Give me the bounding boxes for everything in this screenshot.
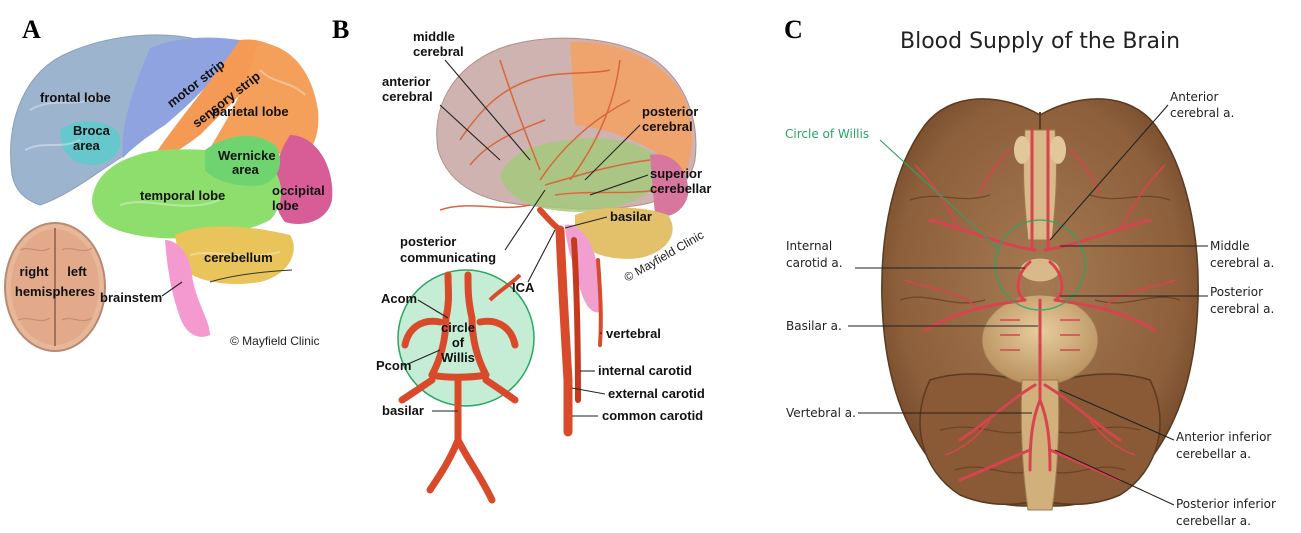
label-posterior-cerebral-2: cerebral [642, 119, 693, 134]
label-left: left [67, 264, 87, 279]
label-occipital-2: lobe [272, 198, 299, 213]
label-right: right [20, 264, 50, 279]
label-posterior-communicating-1: posterior [400, 234, 456, 249]
label-circle-3: Willis [441, 350, 475, 365]
label-c-aica-1: Anterior inferior [1176, 430, 1271, 444]
label-c-internal-carotid-1: Internal [786, 239, 832, 253]
label-middle-cerebral-2: cerebral [413, 44, 464, 59]
label-vertebral: vertebral [606, 326, 661, 341]
hemispheres-inset: right left hemispheres [5, 223, 105, 351]
label-superior-cerebellar-2: cerebellar [650, 181, 711, 196]
label-circle-2: of [452, 335, 465, 350]
label-common-carotid: common carotid [602, 408, 703, 423]
label-c-posterior-cerebral-1: Posterior [1210, 285, 1263, 299]
panel-c-letter: C [784, 15, 803, 44]
label-internal-carotid: internal carotid [598, 363, 692, 378]
label-parietal-lobe: parietal lobe [212, 104, 289, 119]
label-cerebellum: cerebellum [204, 250, 273, 265]
label-anterior-cerebral-1: anterior [382, 74, 430, 89]
panel-b-letter: B [332, 15, 349, 44]
label-c-anterior-cerebral-1: Anterior [1170, 90, 1219, 104]
olfactory-bulb-left [1014, 136, 1030, 164]
panel-b: B [332, 15, 711, 500]
label-c-vertebral: Vertebral a. [786, 406, 856, 420]
panel-c-title: Blood Supply of the Brain [900, 29, 1180, 54]
label-anterior-cerebral-2: cerebral [382, 89, 433, 104]
label-c-basilar: Basilar a. [786, 319, 842, 333]
label-broca-1: Broca [73, 123, 111, 138]
label-c-internal-carotid-2: carotid a. [786, 256, 843, 270]
leader-ica [528, 230, 555, 282]
label-brainstem: brainstem [100, 290, 162, 305]
label-posterior-cerebral-1: posterior [642, 104, 698, 119]
circle-of-willis-inset: circle of Willis [398, 270, 534, 500]
label-c-anterior-cerebral-2: cerebral a. [1170, 106, 1234, 120]
panel-c: C Blood Supply of the Brain [784, 15, 1276, 528]
label-superior-cerebellar-1: superior [650, 166, 702, 181]
label-c-posterior-cerebral-2: cerebral a. [1210, 302, 1274, 316]
label-acom: Acom [381, 291, 417, 306]
label-basilar-bottom: basilar [382, 403, 424, 418]
label-hemispheres: hemispheres [15, 284, 95, 299]
label-c-pica-2: cerebellar a. [1176, 514, 1251, 528]
label-occipital-1: occipital [272, 183, 325, 198]
label-frontal-lobe: frontal lobe [40, 90, 111, 105]
label-c-middle-cerebral-2: cerebral a. [1210, 256, 1274, 270]
olfactory-bulb-right [1050, 136, 1066, 164]
label-wernicke-2: area [232, 162, 260, 177]
copyright-a: © Mayfield Clinic [230, 334, 320, 348]
label-temporal-lobe: temporal lobe [140, 188, 225, 203]
label-c-middle-cerebral-1: Middle [1210, 239, 1250, 253]
label-posterior-communicating-2: communicating [400, 250, 496, 265]
label-basilar-top: basilar [610, 209, 652, 224]
label-middle-cerebral-1: middle [413, 29, 455, 44]
label-wernicke-1: Wernicke [218, 148, 276, 163]
label-ica: ICA [512, 280, 535, 295]
optic-chiasm [1020, 258, 1060, 282]
label-circle-1: circle [441, 320, 475, 335]
label-pcom: Pcom [376, 358, 411, 373]
label-broca-2: area [73, 138, 101, 153]
panel-a: A rig [5, 15, 332, 351]
label-c-circle-of-willis: Circle of Willis [785, 127, 869, 141]
label-c-pica-1: Posterior inferior [1176, 497, 1276, 511]
label-external-carotid: external carotid [608, 386, 705, 401]
label-c-aica-2: cerebellar a. [1176, 447, 1251, 461]
panel-a-letter: A [22, 15, 41, 44]
